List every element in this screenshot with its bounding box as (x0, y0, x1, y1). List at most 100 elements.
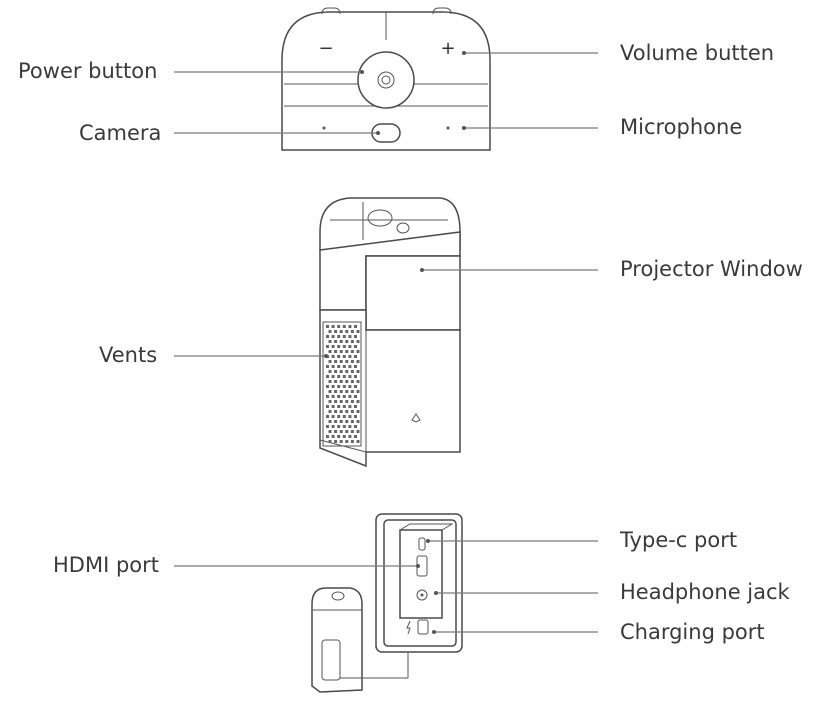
vent-hole (354, 375, 357, 378)
vent-hole (334, 400, 338, 403)
vent-hole (356, 380, 360, 383)
vent-hole (331, 415, 335, 418)
vent-hole (342, 435, 346, 438)
vent-hole (354, 415, 357, 418)
vent-hole (328, 330, 332, 333)
label-charging-port: Charging port (620, 620, 765, 644)
vent-hole (334, 360, 338, 363)
vent-hole (339, 350, 343, 353)
vent-hole (348, 365, 352, 368)
vent-hole (350, 340, 354, 343)
vent-hole (354, 365, 357, 368)
vent-hole (348, 405, 352, 408)
vent-hole (350, 420, 354, 423)
vent-hole (326, 435, 329, 438)
vent-hole (334, 420, 338, 423)
vent-hole (326, 415, 329, 418)
vent-hole (350, 430, 354, 433)
label-headphone-jack: Headphone jack (620, 580, 790, 604)
vent-hole (350, 410, 354, 413)
vent-hole (326, 375, 329, 378)
vent-hole (328, 420, 332, 423)
vent-hole (356, 400, 360, 403)
vent-hole (326, 365, 329, 368)
vent-hole (345, 440, 349, 443)
ports-view (311, 513, 463, 693)
vent-hole (326, 385, 329, 388)
vent-hole (342, 385, 346, 388)
vent-hole (339, 390, 343, 393)
vent-hole (334, 380, 338, 383)
typec-port-icon (418, 537, 426, 551)
vent-hole (326, 425, 329, 428)
vent-hole (339, 440, 343, 443)
vent-hole (356, 440, 360, 443)
vent-hole (345, 390, 349, 393)
vent-hole (348, 435, 352, 438)
vent-hole (350, 330, 354, 333)
vent-hole (348, 425, 352, 428)
vent-hole (342, 365, 346, 368)
vent-hole (345, 410, 349, 413)
vent-hole (350, 350, 354, 353)
vent-hole (348, 385, 352, 388)
vent-hole (331, 345, 335, 348)
projector-body-view (319, 197, 461, 468)
vent-hole (350, 360, 354, 363)
vent-hole (328, 360, 332, 363)
vent-hole (356, 330, 360, 333)
vent-hole (334, 430, 338, 433)
vent-hole (345, 370, 349, 373)
vent-hole (331, 425, 335, 428)
vent-hole (339, 360, 343, 363)
vent-hole (354, 395, 357, 398)
vent-hole (345, 350, 349, 353)
vent-hole (337, 355, 341, 358)
vent-hole (337, 385, 341, 388)
vent-hole (337, 375, 341, 378)
vent-hole (354, 425, 357, 428)
vent-hole (337, 395, 341, 398)
volume-plus-symbol: + (440, 38, 455, 59)
vent-hole (337, 325, 341, 328)
vent-hole (328, 340, 332, 343)
vent-hole (342, 335, 346, 338)
vent-hole (345, 340, 349, 343)
vent-hole (354, 325, 357, 328)
brand-logo-icon (411, 413, 421, 423)
vent-hole (345, 330, 349, 333)
vent-hole (334, 410, 338, 413)
vent-hole (337, 405, 341, 408)
vent-hole (348, 325, 352, 328)
vent-hole (331, 325, 335, 328)
vent-hole (339, 380, 343, 383)
label-typec-port: Type-c port (620, 528, 738, 552)
vent-hole (328, 350, 332, 353)
vent-hole (334, 440, 338, 443)
vent-hole (331, 405, 335, 408)
vent-hole (326, 335, 329, 338)
vent-hole (331, 385, 335, 388)
vent-hole (354, 335, 357, 338)
vent-hole (342, 345, 346, 348)
top-panel-view: − + (281, 7, 491, 151)
vent-hole (354, 405, 357, 408)
vent-hole (342, 395, 346, 398)
vent-hole (331, 375, 335, 378)
vent-hole (356, 390, 360, 393)
vent-hole (356, 410, 360, 413)
vent-hole (337, 435, 341, 438)
vent-hole (337, 365, 341, 368)
vent-hole (331, 435, 335, 438)
vent-hole (356, 430, 360, 433)
headphone-jack-icon (416, 589, 428, 601)
vent-hole (354, 345, 357, 348)
vent-hole (348, 415, 352, 418)
vent-hole (354, 355, 357, 358)
label-vents: Vents (99, 343, 158, 367)
projector-window (365, 255, 461, 331)
charging-port-icon (417, 619, 429, 635)
vent-hole (339, 430, 343, 433)
volume-minus-symbol: − (318, 38, 333, 59)
